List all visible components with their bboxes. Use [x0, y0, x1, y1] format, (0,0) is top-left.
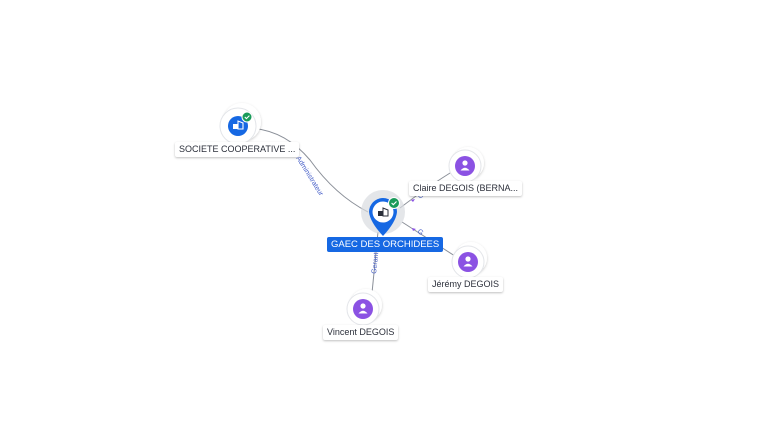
node-main[interactable] [361, 190, 405, 236]
edge-label-gerant: Gerant [371, 252, 380, 274]
arrow-claire-icon [411, 199, 415, 202]
building-icon [233, 120, 244, 130]
edge-coop-main [249, 127, 369, 213]
person-icon [358, 303, 368, 314]
node-claire[interactable] [448, 147, 484, 183]
verified-badge-icon [241, 111, 253, 123]
edge-label-jeremy: G [416, 228, 425, 237]
person-icon [463, 256, 473, 267]
node-coop[interactable] [219, 103, 261, 145]
node-label-main[interactable]: GAEC DES ORCHIDEES [327, 237, 444, 252]
person-icon [460, 160, 470, 171]
node-label-vincent[interactable]: Vincent DEGOIS [323, 325, 399, 340]
node-label-claire[interactable]: Claire DEGOIS (BERNA... [409, 181, 523, 196]
edge-label-claire: G [417, 192, 426, 201]
verified-badge-icon [388, 197, 400, 209]
arrow-jeremy-icon [412, 228, 416, 231]
building-icon [378, 207, 389, 217]
node-jeremy[interactable] [451, 242, 487, 279]
edge-label-administrateur: Administrateur [294, 155, 324, 198]
node-label-coop[interactable]: SOCIETE COOPERATIVE ... [175, 142, 300, 157]
node-label-jeremy[interactable]: Jérémy DEGOIS [428, 277, 504, 292]
node-vincent[interactable] [346, 289, 382, 326]
